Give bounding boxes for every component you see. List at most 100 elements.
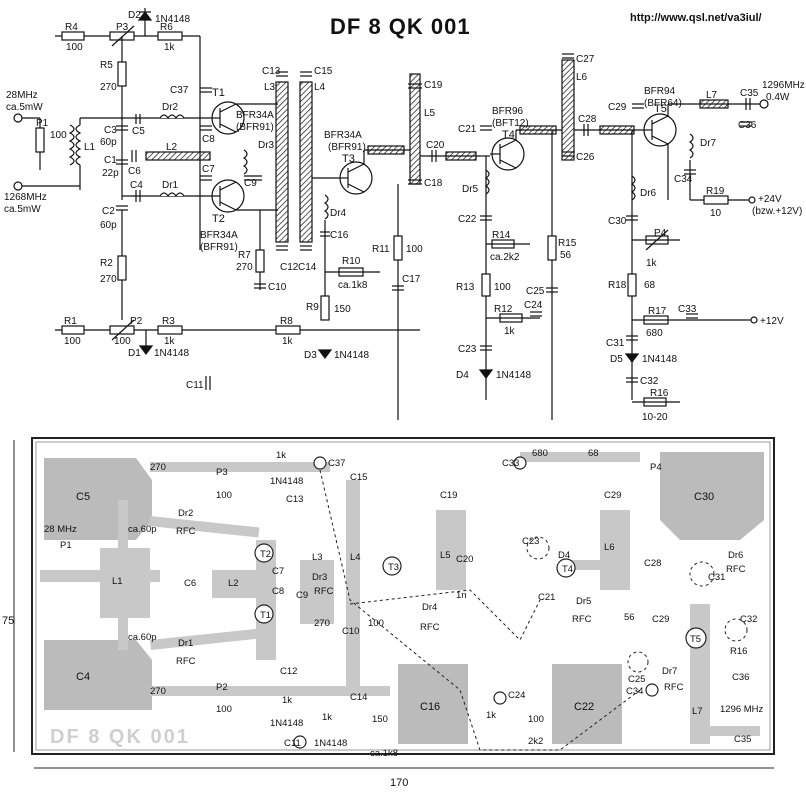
p4-label: P4 <box>654 228 667 239</box>
dr3-label: Dr3 <box>258 140 275 151</box>
pcb-dr3: Dr3 <box>312 572 327 583</box>
pcb-r100-top: 100 <box>216 490 232 501</box>
output-power: 0.4W <box>766 92 790 103</box>
pcb-c32 <box>724 618 748 642</box>
dr1 <box>159 192 185 198</box>
pcb-n4148-top: 1N4148 <box>270 476 303 487</box>
t5-alt: (BFR64) <box>644 98 682 109</box>
r18 <box>627 273 637 297</box>
p2-label: P2 <box>130 316 143 327</box>
c16-label: C16 <box>330 230 349 241</box>
pcb-dr7: Dr7 <box>662 666 677 677</box>
c25-label: C25 <box>526 286 545 297</box>
c5-label: C5 <box>132 126 145 137</box>
pcb-dim-height: 75 <box>2 615 14 627</box>
pcb-dr6: Dr6 <box>728 550 743 561</box>
input1-power: ca.5mW <box>6 102 43 113</box>
pcb-c34-label: C34 <box>626 686 643 697</box>
pcb-t5 <box>685 627 707 649</box>
r7 <box>255 249 265 273</box>
l2-label: L2 <box>166 142 178 153</box>
c30-label: C30 <box>608 216 627 227</box>
c28-label: C28 <box>578 114 597 125</box>
output-freq: 1296MHz <box>762 80 805 91</box>
r9 <box>320 295 330 321</box>
pcb-pad-c4 <box>44 640 152 710</box>
pcb-title: DF 8 QK 001 <box>50 726 190 748</box>
supply-24v-terminal <box>748 196 756 204</box>
pcb-rfc-4: RFC <box>420 622 440 633</box>
pcb-dr5: Dr5 <box>576 596 591 607</box>
pcb-t1-label: T1 <box>260 610 271 621</box>
d2-type: 1N4148 <box>155 14 190 25</box>
pcb-r2k2: 2k2 <box>528 736 543 747</box>
pcb-c11: C11 <box>284 738 301 749</box>
dr3 <box>242 149 248 175</box>
r12-value: 1k <box>504 326 516 337</box>
l1 <box>68 124 75 166</box>
pcb-r680: 680 <box>532 448 548 459</box>
t2-alt: (BFR91) <box>200 242 238 253</box>
pcb-r100-mid: 100 <box>368 618 384 629</box>
c12-label: C12 <box>280 262 299 273</box>
pcb-28mhz: 28 MHz <box>44 524 77 535</box>
pcb-c16: C16 <box>420 701 440 713</box>
c11-label: C11 <box>186 380 204 391</box>
r4 <box>61 31 85 41</box>
pcb-l6: L6 <box>604 542 615 553</box>
c18-label: C18 <box>424 178 443 189</box>
pcb-c37-pad <box>313 456 327 470</box>
dr2-label: Dr2 <box>162 102 179 113</box>
pcb-c21: C21 <box>538 592 555 603</box>
t4-type: BFR96 <box>492 106 524 117</box>
c20-line <box>445 151 477 161</box>
r19 <box>703 195 729 205</box>
pcb-dr1: Dr1 <box>178 638 193 649</box>
pcb-r1k-c11: 1k <box>322 712 332 723</box>
c20-label: C20 <box>426 140 445 151</box>
r18-value: 68 <box>644 280 656 291</box>
pcb-c29-top: C29 <box>604 490 621 501</box>
pcb-c15: C15 <box>350 472 367 483</box>
r5-value: 270 <box>100 82 117 93</box>
pcb-n4148-c11: 1N4148 <box>314 738 347 749</box>
pcb-dr4: Dr4 <box>422 602 437 613</box>
pcb-t1 <box>254 604 274 624</box>
c31-label: C31 <box>606 338 625 349</box>
r5-label: R5 <box>100 60 113 71</box>
r3-label: R3 <box>162 316 175 327</box>
r9-label: R9 <box>306 302 319 313</box>
pcb-n4148-bot: 1N4148 <box>270 718 303 729</box>
r9-value: 150 <box>334 304 351 315</box>
supply-24v: +24V <box>758 194 782 205</box>
r2-value: 270 <box>100 274 117 285</box>
pcb-c6: C6 <box>184 578 196 589</box>
dr5 <box>484 169 490 195</box>
t1-type: BFR34A <box>236 110 274 121</box>
r14-label: R14 <box>492 230 511 241</box>
p1-value: 100 <box>50 130 67 141</box>
r8-label: R8 <box>280 316 293 327</box>
pcb-dim-width: 170 <box>390 777 408 789</box>
pcb-p2: P2 <box>216 682 228 693</box>
l1-label: L1 <box>84 142 96 153</box>
input2-freq: 1268MHz <box>4 192 47 203</box>
r2-label: R2 <box>100 258 113 269</box>
r17-value: 680 <box>646 328 663 339</box>
r11-value: 100 <box>406 244 423 255</box>
p4-value: 1k <box>646 258 658 269</box>
d2-label: D2 <box>128 10 141 21</box>
l4 <box>299 81 313 243</box>
dr2 <box>159 114 185 120</box>
r16-value: 10-20 <box>642 412 668 423</box>
c29-label: C29 <box>608 102 627 113</box>
c23-label: C23 <box>458 344 477 355</box>
r15 <box>547 235 557 261</box>
pcb-c31 <box>689 561 715 587</box>
pcb-rfc-7: RFC <box>664 682 684 693</box>
c3-label: C3 <box>104 125 117 136</box>
pcb-c25 <box>627 651 649 673</box>
pcb-c9: C9 <box>296 590 308 601</box>
pcb-1n: 1n <box>456 590 467 601</box>
